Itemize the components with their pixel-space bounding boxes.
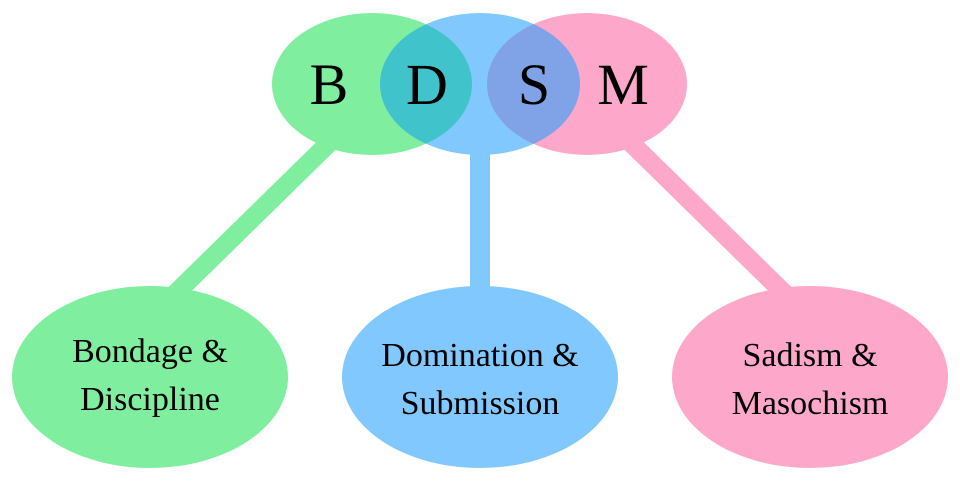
letter-m: M (597, 52, 649, 117)
node-domination-submission (342, 286, 618, 468)
overlap-bd (380, 13, 472, 155)
node-bd-label-line2: Discipline (80, 381, 220, 418)
node-bd-label-line1: Bondage & (72, 333, 228, 370)
overlap-sm (487, 13, 580, 155)
node-sm-label-line1: Sadism & (742, 337, 877, 374)
letter-b: B (310, 52, 349, 117)
node-sadism-masochism (672, 286, 948, 468)
connector-sm (621, 133, 792, 301)
node-ds-label-line1: Domination & (381, 337, 578, 374)
letter-s: S (518, 52, 550, 117)
letter-d: D (406, 52, 448, 117)
node-bondage-discipline (12, 286, 288, 468)
connector-bd (168, 133, 339, 301)
node-sm-label-line2: Masochism (732, 385, 889, 422)
node-ds-label-line2: Submission (401, 385, 560, 422)
